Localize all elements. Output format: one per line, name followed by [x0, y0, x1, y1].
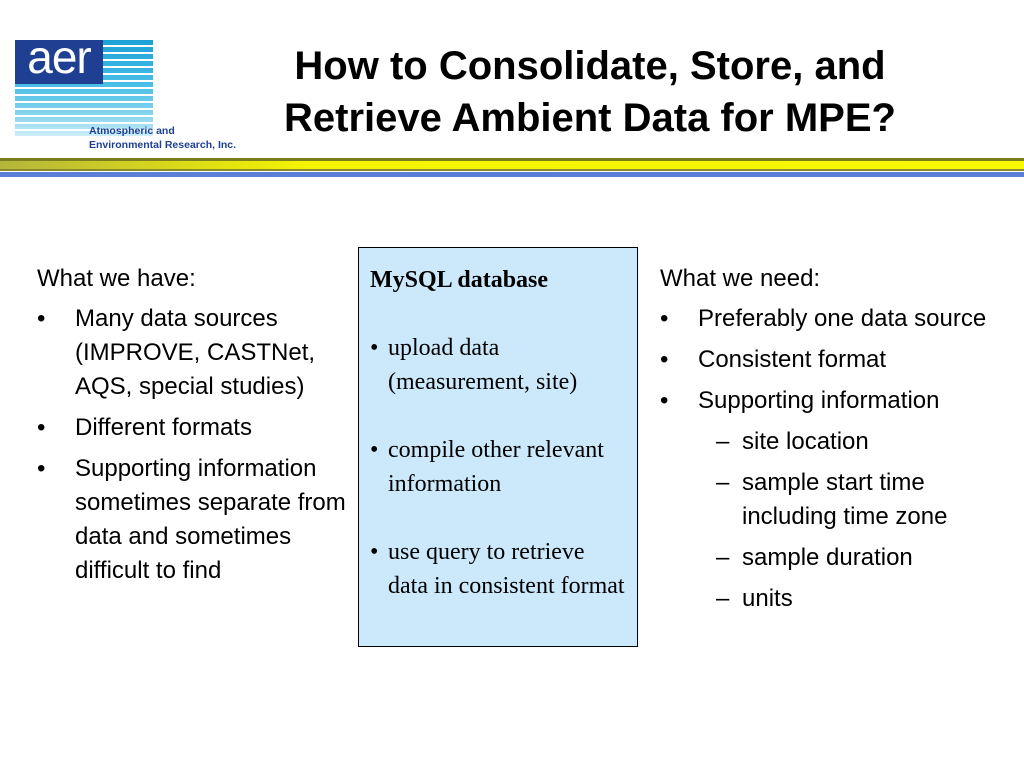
- bullet-icon: •: [37, 455, 46, 482]
- dash-icon: –: [716, 544, 730, 571]
- bullet-icon: •: [660, 387, 669, 414]
- sub-list-item-text: site location: [742, 428, 869, 455]
- sub-list-item-text: sample duration: [742, 544, 913, 571]
- list-item-text: upload data (measurement, site): [388, 335, 578, 395]
- list-item: • upload data (measurement, site): [370, 331, 627, 399]
- list-item: • Preferably one data source: [660, 302, 1005, 336]
- bullet-icon: •: [660, 305, 669, 332]
- header-rule-dark: [0, 158, 1024, 161]
- list-item: • Consistent format: [660, 343, 1005, 377]
- header-rule-olive: [0, 169, 1024, 171]
- sub-list-item-text: sample start time including time zone: [742, 469, 948, 530]
- list-item: • Supporting information – site location…: [660, 384, 1005, 616]
- list-item: • Many data sources (IMPROVE, CASTNet, A…: [37, 302, 352, 404]
- logo-wordmark: aer: [27, 31, 91, 83]
- list-item-text: compile other relevant information: [388, 437, 604, 497]
- list-item-text: Preferably one data source: [698, 305, 987, 332]
- list-item-text: Supporting information sometimes separat…: [75, 455, 346, 584]
- logo-wordmark-box: aer: [15, 31, 103, 84]
- box-heading: MySQL database: [370, 267, 549, 293]
- sub-list-item: – sample start time including time zone: [698, 466, 1005, 534]
- logo-company-line-1: Atmospheric and: [89, 125, 175, 137]
- right-column: What we need: • Preferably one data sour…: [660, 262, 1005, 623]
- right-bullet-list: • Preferably one data source • Consisten…: [660, 302, 1005, 616]
- right-column-heading: What we need:: [660, 265, 821, 292]
- company-logo: aer Atmospheric and Environmental Resear…: [15, 31, 255, 156]
- bullet-icon: •: [37, 305, 46, 332]
- sub-list-item: – sample duration: [698, 541, 1005, 575]
- list-item: • Different formats: [37, 411, 352, 445]
- list-item-text: Many data sources (IMPROVE, CASTNet, AQS…: [75, 305, 316, 400]
- bullet-icon: •: [37, 414, 46, 441]
- bullet-icon: •: [370, 437, 379, 463]
- list-item: • compile other relevant information: [370, 433, 627, 501]
- dash-icon: –: [716, 428, 730, 455]
- left-column-heading: What we have:: [37, 265, 196, 292]
- bullet-icon: •: [370, 539, 379, 565]
- list-item-text: Different formats: [75, 414, 252, 441]
- mysql-database-box: MySQL database • upload data (measuremen…: [358, 247, 638, 647]
- list-item: • Supporting information sometimes separ…: [37, 452, 352, 588]
- bullet-icon: •: [660, 346, 669, 373]
- dash-icon: –: [716, 469, 730, 496]
- sub-list: – site location – sample start time incl…: [698, 425, 1005, 616]
- header-rule-yellow: [0, 161, 1024, 169]
- list-item-text: use query to retrieve data in consistent…: [388, 539, 625, 599]
- bullet-icon: •: [370, 335, 379, 361]
- slide-title-line-1: How to Consolidate, Store, and: [294, 44, 886, 88]
- logo-company-name: Atmospheric and Environmental Research, …: [89, 124, 236, 152]
- left-column: What we have: • Many data sources (IMPRO…: [37, 262, 352, 595]
- list-item-text: Consistent format: [698, 346, 887, 373]
- list-item-text: Supporting information: [698, 387, 940, 414]
- sub-list-item: – site location: [698, 425, 1005, 459]
- slide-title: How to Consolidate, Store, and Retrieve …: [230, 40, 950, 144]
- dash-icon: –: [716, 585, 730, 612]
- box-bullet-list: • upload data (measurement, site) • comp…: [370, 331, 627, 603]
- sub-list-item: – units: [698, 582, 1005, 616]
- header-rule-blue: [0, 172, 1024, 177]
- logo-company-line-2: Environmental Research, Inc.: [89, 139, 237, 151]
- left-bullet-list: • Many data sources (IMPROVE, CASTNet, A…: [37, 302, 352, 588]
- sub-list-item-text: units: [742, 585, 793, 612]
- slide-title-line-2: Retrieve Ambient Data for MPE?: [284, 96, 896, 140]
- list-item: • use query to retrieve data in consiste…: [370, 535, 627, 603]
